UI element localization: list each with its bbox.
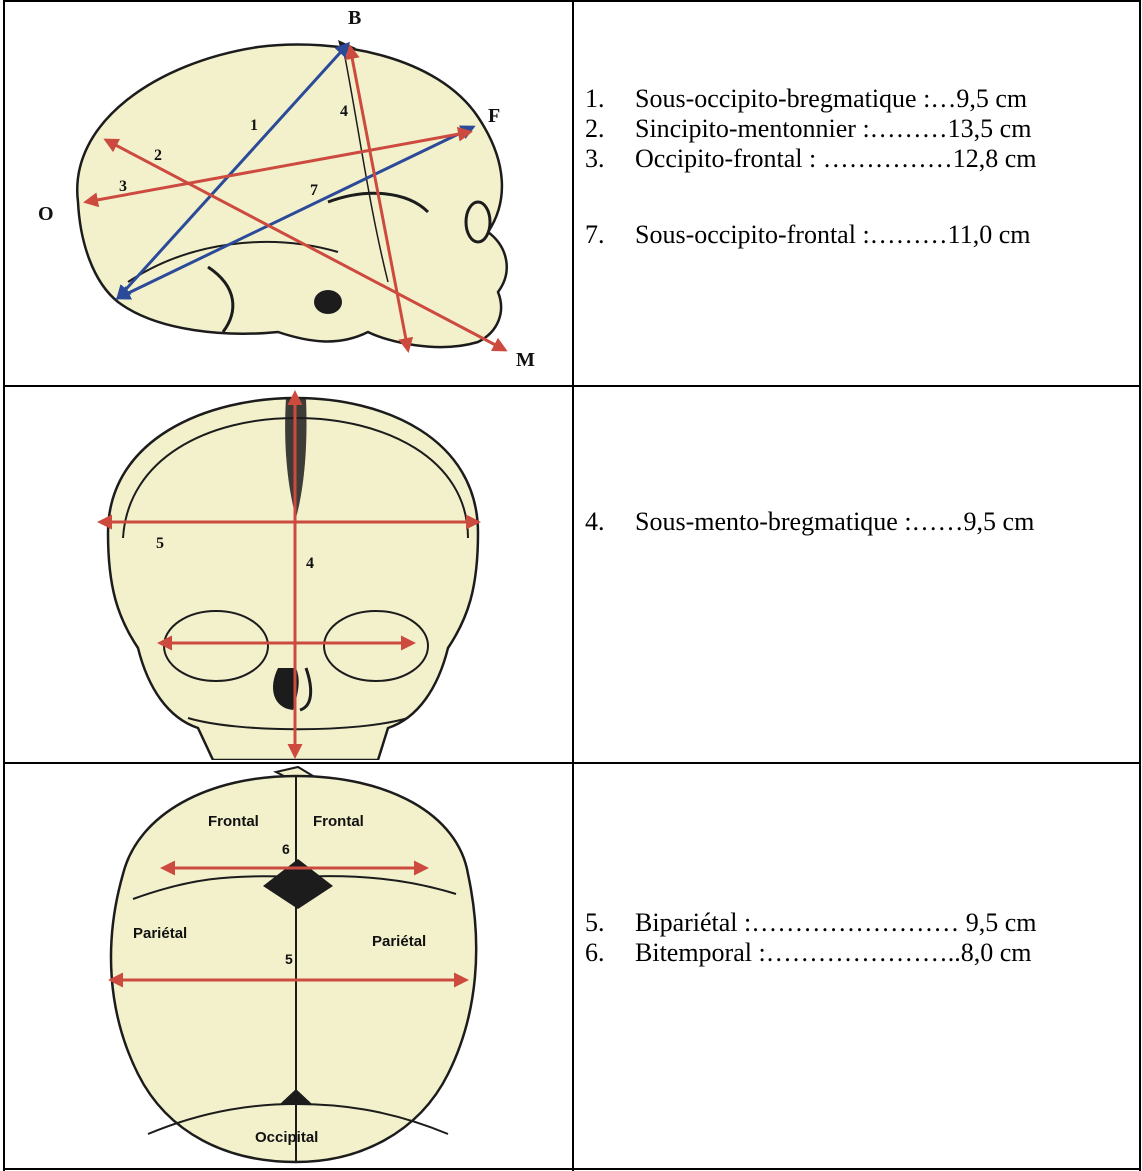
line-number-5: 5 <box>285 951 293 967</box>
line-number-4: 4 <box>340 103 348 120</box>
point-label-f: F <box>488 105 500 127</box>
table-border-bottom <box>3 1168 1141 1170</box>
line-number-1: 1 <box>250 117 258 134</box>
table-border-right <box>1139 0 1141 1171</box>
line-number-3: 3 <box>119 178 127 195</box>
table-column-divider <box>572 0 574 1171</box>
measurement-item: 4.Sous-mento-bregmatique :……9,5 cm <box>585 507 1034 537</box>
bone-label-frontal-left: Frontal <box>208 813 259 830</box>
row-3-measurements: 5.Bipariétal :…………………… 9,5 cm 6.Bitempor… <box>585 908 1037 968</box>
skull-outline <box>77 45 506 347</box>
row-2-measurements: 4.Sous-mento-bregmatique :……9,5 cm <box>585 507 1034 537</box>
point-label-m: M <box>516 349 535 371</box>
row-1-measurements: 1.Sous-occipito-bregmatique :…9,5 cm 2.S… <box>585 84 1036 250</box>
bone-label-occipital: Occipital <box>255 1129 318 1146</box>
bone-label-frontal-right: Frontal <box>313 813 364 830</box>
measurement-item: 2.Sincipito-mentonnier :………13,5 cm <box>585 114 1036 144</box>
line-number-5: 5 <box>156 535 164 552</box>
lateral-skull-diagram: B F O M 1 2 3 4 7 <box>8 2 570 384</box>
measurement-item: 1.Sous-occipito-bregmatique :…9,5 cm <box>585 84 1036 114</box>
measurement-item: 7.Sous-occipito-frontal :………11,0 cm <box>585 220 1036 250</box>
bone-label-parietal-left: Pariétal <box>133 925 187 942</box>
bone-label-parietal-right: Pariétal <box>372 933 426 950</box>
line-number-6: 6 <box>282 841 290 857</box>
line-number-4: 4 <box>306 555 314 572</box>
point-label-b: B <box>348 7 361 29</box>
measurement-item: 6.Bitemporal :…………………..8,0 cm <box>585 938 1037 968</box>
point-label-o: O <box>38 203 54 225</box>
line-number-7: 7 <box>310 182 318 199</box>
measurement-item: 3.Occipito-frontal : ……………12,8 cm <box>585 144 1036 174</box>
top-skull-diagram: Frontal Frontal Pariétal Pariétal Occipi… <box>8 764 570 1168</box>
measurement-item: 5.Bipariétal :…………………… 9,5 cm <box>585 908 1037 938</box>
row-divider-1 <box>3 385 1141 387</box>
front-skull-diagram: 5 4 <box>38 388 571 760</box>
table-border-left <box>3 0 5 1171</box>
line-number-2: 2 <box>154 147 162 164</box>
